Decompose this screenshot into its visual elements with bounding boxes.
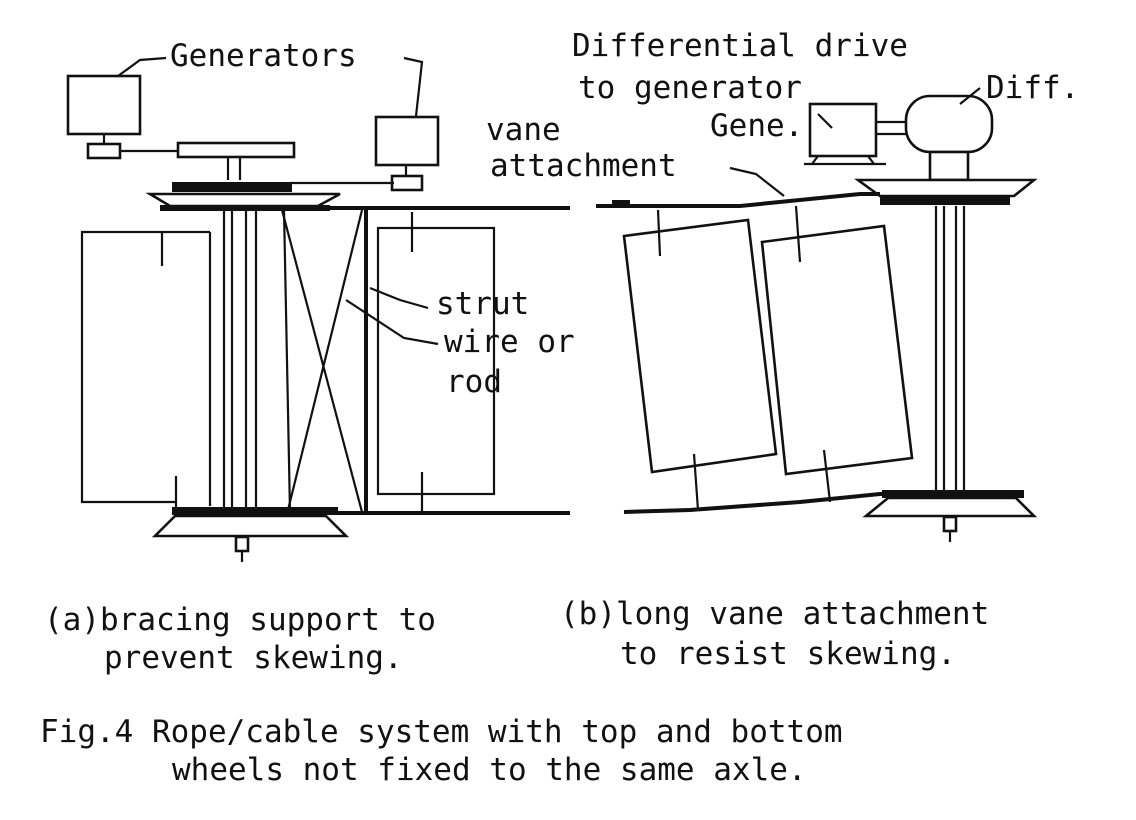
label-gene: Gene. [710,108,803,144]
axle-b [934,206,966,494]
label-strut: strut [436,286,529,322]
differential [876,94,994,182]
caption-b-line2: to resist skewing. [620,636,956,672]
generators-leader-left [117,56,167,77]
strut-leader [369,286,429,310]
bracing-wire [280,209,364,513]
bottom-wheel-b [862,490,1038,542]
vane-b-right [760,205,914,503]
wire-leader [345,299,439,346]
label-wire-or: wire or [444,324,575,360]
vane-a-left [80,230,212,512]
caption-a-line2: prevent skewing. [104,640,403,676]
figure-caption-line1: Fig.4 Rope/cable system with top and bot… [40,714,843,750]
generator-b [804,102,886,166]
label-rod: rod [446,364,502,400]
label-diff: Diff. [986,70,1079,106]
top-wheel-b [854,178,1038,205]
right-generator [374,115,440,192]
axle-a [222,210,258,510]
label-differential-line1: Differential drive [572,28,908,64]
label-generators: Generators [170,38,357,74]
top-rope-b [596,192,880,208]
label-vane-line2: attachment [490,148,677,184]
bottom-rope-b [623,492,900,514]
figure-caption-line2: wheels not fixed to the same axle. [172,752,807,788]
label-differential-line2: to generator [578,70,802,106]
panel-a [66,56,570,562]
diff-leader [959,87,981,105]
vane-a-right [376,212,496,512]
top-pulley [176,141,296,180]
bottom-wheel-a [151,507,350,562]
panel-b [596,87,1038,542]
vane-b-left [622,209,778,511]
caption-b-line1: (b)long vane attachment [560,596,989,632]
label-vane-line1: vane [486,112,561,148]
top-wheel [145,182,341,211]
generators-leader-right [403,56,424,117]
caption-a-line1: (a)bracing support to [44,602,436,638]
vane-attachment-leader [729,166,785,197]
gene-leader [817,113,833,129]
left-generator [66,74,142,160]
